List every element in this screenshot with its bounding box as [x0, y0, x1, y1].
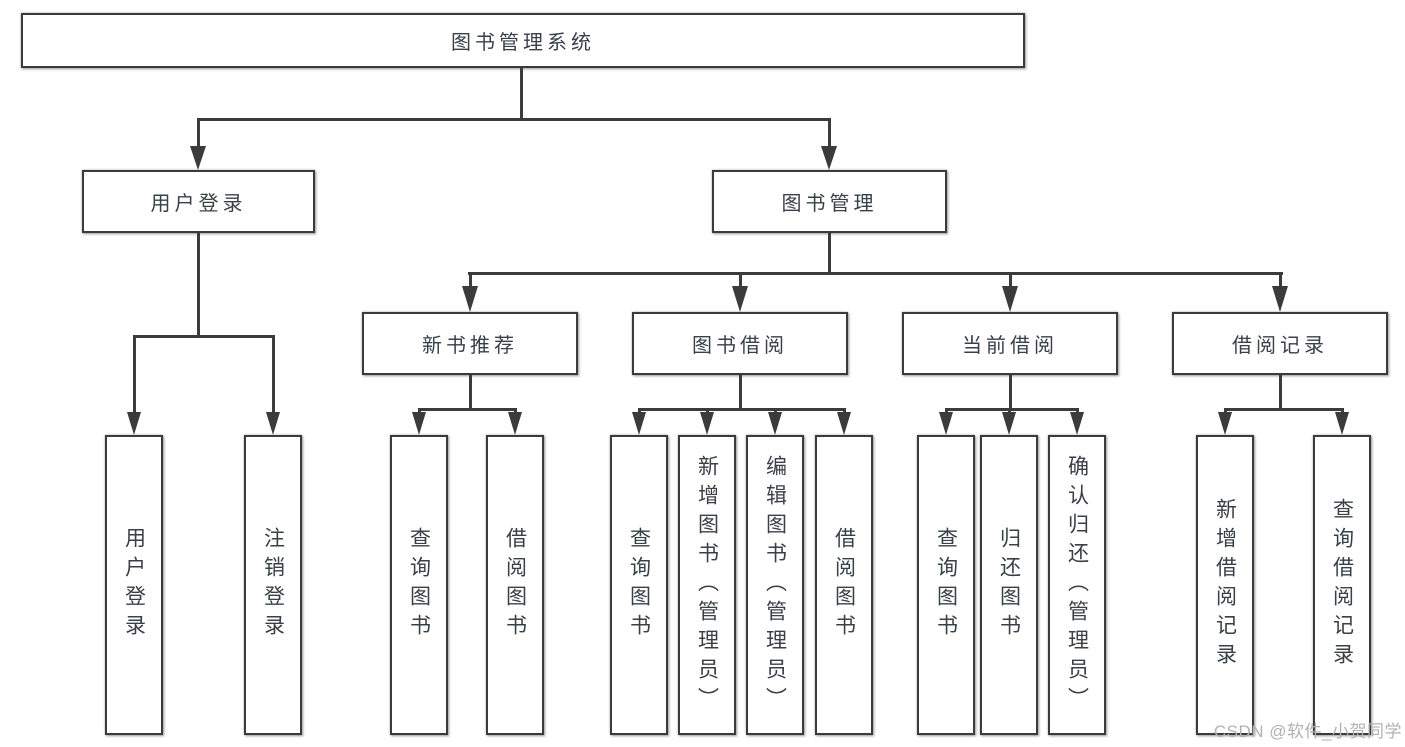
arrowhead-down-icon — [1002, 412, 1016, 435]
node-library-management-system: 图书管理系统 — [21, 13, 1025, 68]
leaf-borrow-books: 借阅图书 — [815, 435, 873, 735]
arrowhead-down-icon — [1002, 286, 1018, 312]
connector-newbooks-stub — [469, 374, 472, 411]
connector-book-mgmt-stub — [828, 231, 831, 275]
connector-book-mgmt-stem — [828, 118, 831, 150]
arrowhead-down-icon — [190, 146, 206, 170]
arrowhead-down-icon — [939, 412, 953, 435]
node-book-borrowing: 图书借阅 — [632, 312, 848, 375]
connector-level3-stem — [469, 272, 472, 290]
leaf-query-borrow-record: 查询借阅记录 — [1313, 435, 1371, 735]
arrowhead-down-icon — [632, 412, 646, 435]
arrowhead-down-icon — [412, 412, 426, 435]
leaf-query-books-current: 查询图书 — [917, 435, 975, 735]
leaf-add-book-admin: 新增图书（管理员） — [678, 435, 736, 735]
leaf-query-books-borrow: 查询图书 — [610, 435, 668, 735]
connector-user-login-stub — [197, 232, 200, 336]
connector-currentborrow-rail — [945, 408, 1079, 411]
leaf-edit-book-admin: 编辑图书（管理员） — [746, 435, 804, 735]
arrowhead-down-icon — [821, 146, 837, 170]
connector-leaf-stem — [133, 335, 136, 415]
leaf-logout: 注销登录 — [244, 435, 302, 735]
node-borrowing-records: 借阅记录 — [1172, 312, 1388, 375]
leaf-return-book: 归还图书 — [980, 435, 1038, 735]
connector-root-stub — [520, 68, 523, 119]
leaf-borrow-books-recommend: 借阅图书 — [486, 435, 544, 735]
leaf-query-books-recommend: 查询图书 — [390, 435, 448, 735]
arrowhead-down-icon — [127, 412, 141, 435]
node-user-login: 用户登录 — [82, 170, 315, 233]
arrowhead-down-icon — [768, 412, 782, 435]
arrowhead-down-icon — [700, 412, 714, 435]
leaf-user-login: 用户登录 — [105, 435, 163, 735]
arrowhead-down-icon — [732, 286, 748, 312]
connector-user-login-rail — [133, 335, 275, 338]
connector-level3-stem — [1279, 272, 1282, 290]
connector-bookborrow-stub — [739, 374, 742, 411]
connector-newbooks-rail — [418, 408, 517, 411]
node-current-borrowing: 当前借阅 — [902, 312, 1118, 375]
connector-currentborrow-stub — [1009, 374, 1012, 411]
leaf-confirm-return-admin: 确认归还（管理员） — [1048, 435, 1106, 735]
arrowhead-down-icon — [837, 412, 851, 435]
connector-level3-stem — [739, 272, 742, 290]
node-new-book-recommend: 新书推荐 — [362, 312, 578, 375]
leaf-add-borrow-record: 新增借阅记录 — [1196, 435, 1254, 735]
arrowhead-down-icon — [1218, 412, 1232, 435]
connector-level3-stem — [1009, 272, 1012, 290]
connector-level3-rail — [468, 272, 1283, 275]
connector-bookborrow-rail — [638, 408, 846, 411]
arrowhead-down-icon — [462, 286, 478, 312]
csdn-watermark: CSDN @软件_小贺同学 — [1213, 722, 1402, 741]
connector-records-stub — [1279, 374, 1282, 411]
connector-user-login-stem — [197, 118, 200, 150]
connector-level2-rail — [197, 118, 831, 121]
arrowhead-down-icon — [1335, 412, 1349, 435]
arrowhead-down-icon — [1272, 286, 1288, 312]
arrowhead-down-icon — [1070, 412, 1084, 435]
connector-leaf-stem — [272, 335, 275, 415]
arrowhead-down-icon — [266, 412, 280, 435]
connector-records-rail — [1224, 408, 1344, 411]
arrowhead-down-icon — [508, 412, 522, 435]
node-book-management: 图书管理 — [712, 170, 947, 233]
